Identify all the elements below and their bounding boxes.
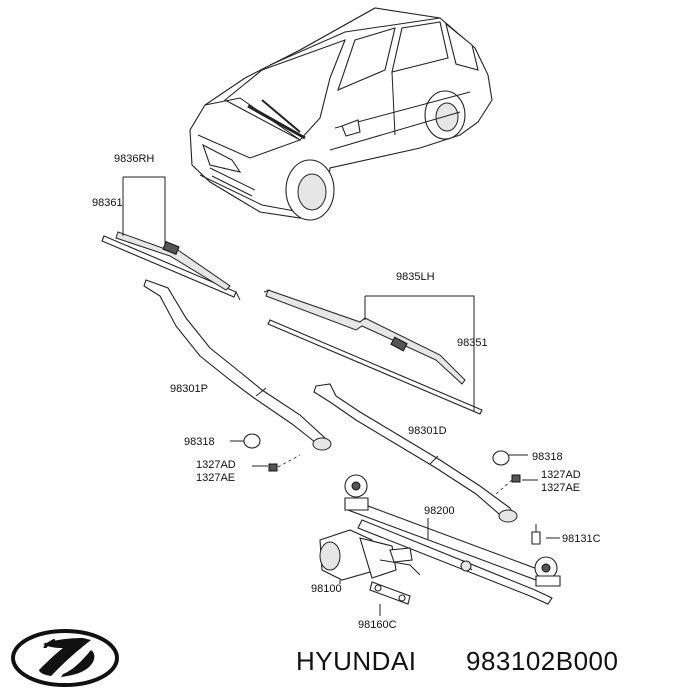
label-98361: 98361 <box>92 197 123 209</box>
label-1327ad-right: 1327AD <box>541 469 581 481</box>
label-9836rh: 9836RH <box>114 153 154 165</box>
pivot-caps-and-nuts <box>243 433 541 545</box>
label-1327ad-left: 1327AD <box>196 459 236 471</box>
brand-name: HYUNDAI <box>296 646 417 676</box>
driver-wiper-arm <box>313 383 518 523</box>
part-number: 983102B000 <box>466 646 618 676</box>
car-illustration <box>189 7 493 221</box>
lh-wiper-blade <box>263 289 483 415</box>
label-98200: 98200 <box>424 505 455 517</box>
label-1327ae-left: 1327AE <box>196 472 235 484</box>
hyundai-logo <box>11 629 119 687</box>
label-98131c: 98131C <box>562 533 601 545</box>
label-98160c: 98160C <box>358 619 397 631</box>
label-9835lh: 9835LH <box>396 271 435 283</box>
label-1327ae-right: 1327AE <box>541 482 580 494</box>
wiper-motor <box>319 529 421 581</box>
label-98318-left: 98318 <box>184 436 215 448</box>
label-98318-right: 98318 <box>532 451 563 463</box>
label-98351: 98351 <box>457 337 488 349</box>
part-labels: 9836RH 98361 9835LH 98351 98301P 98301D … <box>92 153 601 631</box>
passenger-wiper-arm <box>143 279 332 451</box>
motor-bracket <box>369 581 411 605</box>
label-98100: 98100 <box>311 583 342 595</box>
wiper-linkage <box>344 474 561 605</box>
label-98301d: 98301D <box>408 425 447 437</box>
label-98301p: 98301P <box>170 383 208 395</box>
rh-wiper-blade <box>101 231 241 301</box>
